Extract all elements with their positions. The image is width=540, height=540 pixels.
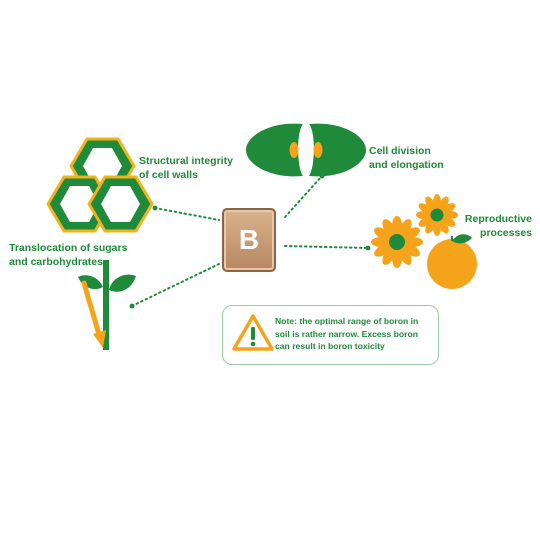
label-cell-division: Cell division and elongation <box>369 145 444 171</box>
note-box: Note: the optimal range of boron in soil… <box>222 305 439 365</box>
note-text: Note: the optimal range of boron in soil… <box>275 316 419 351</box>
label-reproductive: Reproductive processes <box>464 213 532 239</box>
warning-icon <box>232 314 274 351</box>
hexagon-cells-icon <box>46 137 154 233</box>
dividing-cell-icon <box>246 123 366 177</box>
leaf-left <box>78 275 103 290</box>
cell-half-left <box>246 123 303 177</box>
connector-dot-translocation <box>129 303 135 309</box>
translocation-arrow <box>81 280 103 341</box>
flower-small <box>416 194 458 236</box>
connector-translocation <box>131 263 220 307</box>
connector-cell-division <box>284 175 323 218</box>
connector-lines <box>131 175 369 307</box>
connector-cell-walls <box>154 207 220 221</box>
stem <box>103 260 109 350</box>
nucleus-right <box>313 142 323 158</box>
flower-fruit-icon <box>371 194 477 289</box>
leaf-right <box>109 274 136 292</box>
label-translocation: Translocation of sugars and carbohydrate… <box>9 242 128 268</box>
cell-half-right <box>309 123 366 177</box>
boron-element-tile: B <box>222 208 276 272</box>
connector-dot-cell-walls <box>152 205 158 211</box>
nucleus-left <box>289 142 299 158</box>
label-cell-walls: Structural integrity of cell walls <box>139 155 233 181</box>
boron-symbol: B <box>238 224 260 255</box>
plant-stem-icon <box>78 260 136 350</box>
connector-dot-reproductive <box>365 245 371 251</box>
flower-large <box>371 216 423 268</box>
orange-fruit <box>427 234 477 289</box>
connector-reproductive <box>284 245 369 249</box>
